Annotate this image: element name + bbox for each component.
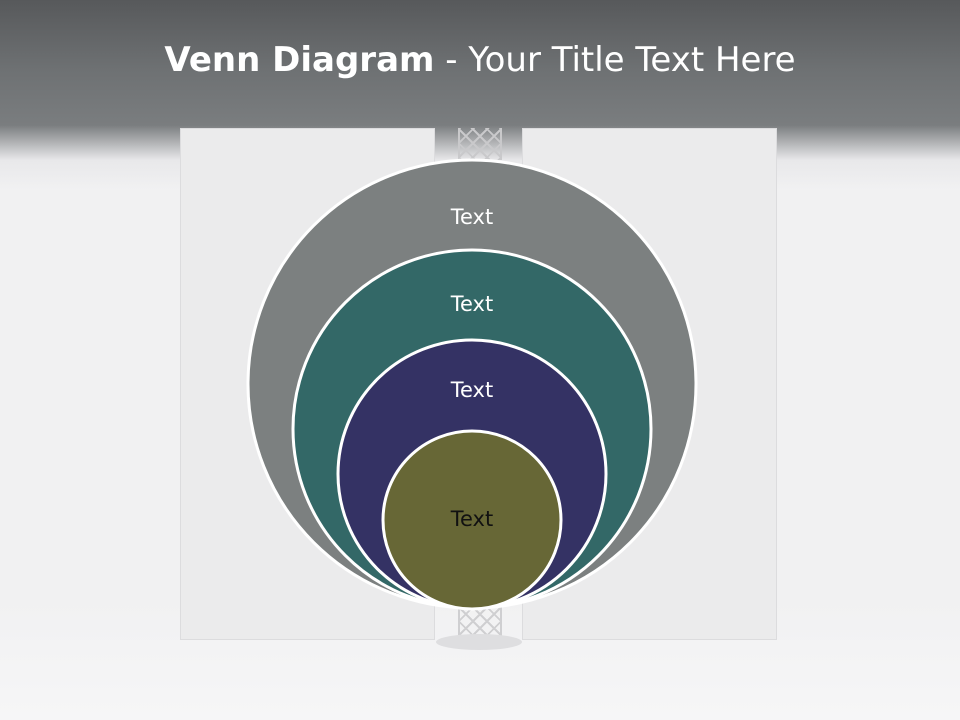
circle-inner <box>381 429 563 611</box>
circle-second-label: Text <box>450 292 493 316</box>
circle-outer-label: Text <box>450 205 493 229</box>
circle-third-label: Text <box>450 378 493 402</box>
slide-title: Venn Diagram - Your Title Text Here <box>0 40 960 80</box>
truss-base <box>436 634 522 650</box>
circle-inner-label: Text <box>450 507 493 531</box>
title-bold: Venn Diagram <box>164 40 435 80</box>
title-rest: - Your Title Text Here <box>434 40 796 80</box>
truss-top <box>458 128 502 160</box>
